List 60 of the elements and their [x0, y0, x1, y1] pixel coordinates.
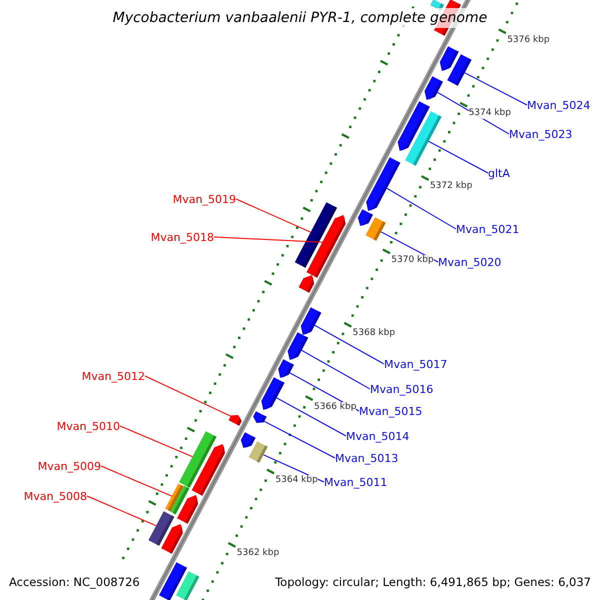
gene-block [366, 157, 400, 211]
accession-text: Accession: NC_008726 [9, 575, 140, 589]
leader-line [144, 376, 232, 417]
leader-line [100, 466, 172, 497]
gene-label: Mvan_5014 [346, 430, 410, 442]
gene-label: Mvan_5017 [384, 358, 448, 370]
gene-bar [366, 217, 386, 241]
gene-label: Mvan_5010 [56, 420, 120, 432]
gene-block [358, 209, 373, 226]
gene-label: Mvan_5008 [24, 490, 87, 502]
tick-label: 5376 kbp [507, 34, 550, 46]
tick-label: 5374 kbp [468, 108, 511, 120]
gene-label: Mvan_5011 [324, 476, 388, 488]
gene-block [261, 377, 284, 410]
gene-label: Mvan_5016 [370, 382, 434, 396]
gene-block [424, 76, 443, 100]
tick-label: 5366 kbp [314, 402, 356, 413]
gene-bar [405, 111, 442, 166]
tick-label: 5372 kbp [430, 181, 472, 192]
gene-block [306, 215, 346, 278]
gene-label: Mvan_5019 [172, 192, 236, 206]
gene-bar [248, 441, 268, 463]
gene-block [253, 411, 267, 423]
leader-line [386, 188, 456, 230]
gene-block [240, 432, 256, 448]
gene-bar [176, 571, 200, 600]
leader-line [314, 324, 384, 364]
leader-line [264, 420, 336, 458]
leader-line [380, 231, 438, 262]
gene-block [161, 524, 183, 554]
leader-line [464, 72, 528, 106]
gene-label: Mvan_5013 [335, 452, 398, 464]
leader-line [236, 198, 312, 233]
gene-block [177, 495, 198, 524]
gene-block [300, 307, 322, 335]
gene-label: Mvan_5020 [438, 256, 502, 268]
gene-block [228, 415, 242, 426]
gene-bar [447, 54, 472, 86]
gene-label: Mvan_5018 [150, 230, 214, 244]
gene-block [288, 332, 308, 360]
tick-label: 5362 kbp [236, 548, 280, 560]
leader-line [301, 350, 370, 390]
gene-label: Mvan_5015 [359, 404, 422, 418]
gene-block [298, 275, 314, 293]
gene-label: Mvan_5012 [82, 370, 145, 382]
gene-label: Mvan_5009 [38, 460, 101, 472]
tick-label: 5370 kbp [391, 254, 434, 266]
gene-label: gltA [488, 166, 510, 180]
gene-label: Mvan_5023 [509, 128, 572, 140]
gene-block [192, 444, 225, 496]
leader-line [214, 236, 323, 243]
gene-block [278, 359, 294, 378]
tick-label: 5368 kbp [352, 328, 396, 340]
leader-line [276, 397, 346, 436]
leader-line [120, 426, 193, 458]
tick-label: 5364 kbp [275, 474, 318, 486]
genome-summary-text: Topology: circular; Length: 6,491,865 bp; Genes: 6,037 [275, 575, 591, 589]
gene-label: Mvan_5024 [527, 98, 590, 112]
gene-label: Mvan_5021 [456, 222, 520, 236]
leader-line [86, 496, 157, 526]
